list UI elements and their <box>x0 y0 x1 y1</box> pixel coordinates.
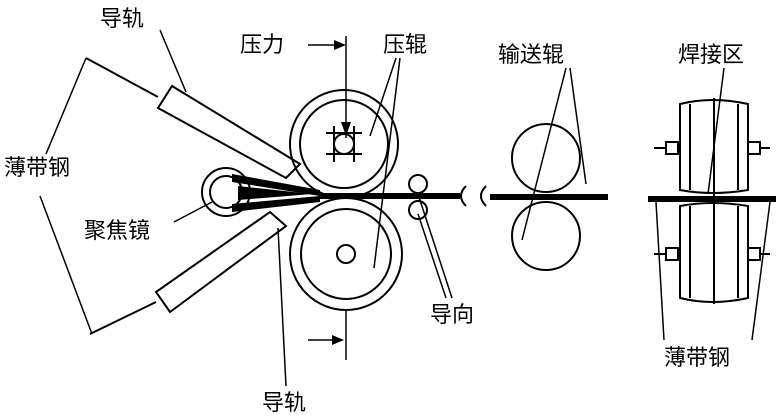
rail-top <box>85 29 302 180</box>
press-roller-bottom <box>289 197 403 311</box>
conveyor-rollers <box>498 67 608 271</box>
press-roller-top <box>289 89 399 199</box>
pressure-indicator <box>308 36 351 360</box>
label-guide: 导向 <box>430 303 474 328</box>
label-pressure: 压力 <box>240 33 284 58</box>
label-thin-steel-left: 薄带钢 <box>4 156 70 181</box>
guide-rollers <box>408 174 453 299</box>
label-focusing-lens: 聚焦镜 <box>84 219 150 244</box>
rail-bottom <box>89 210 288 387</box>
label-weld-zone: 焊接区 <box>678 43 744 68</box>
label-thin-steel-right: 薄带钢 <box>664 346 730 371</box>
label-rail-bottom: 导轨 <box>262 391 306 416</box>
break-marks <box>460 185 487 207</box>
leader-thin-steel-left <box>39 57 93 335</box>
label-conveyor-roller: 输送辊 <box>498 43 564 68</box>
weld-zone-view <box>648 67 776 341</box>
label-rail-top: 导轨 <box>100 7 144 32</box>
label-press-roller: 压辊 <box>383 33 427 58</box>
leader-press-roller <box>369 57 401 269</box>
